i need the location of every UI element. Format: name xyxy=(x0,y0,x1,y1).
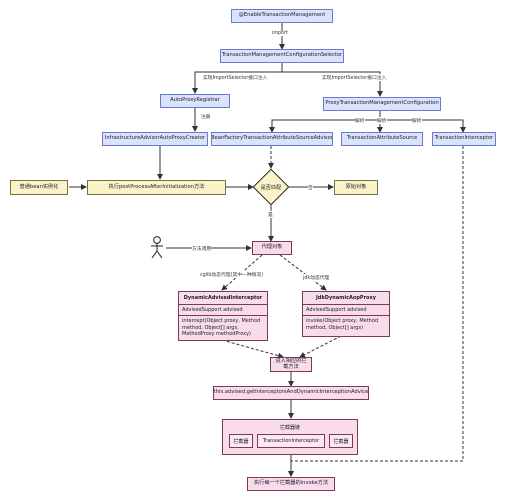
chain-item-interceptor-2: 拦截器 xyxy=(329,434,353,448)
label-impl-selector-right: 实现ImportSelector接口注入 xyxy=(322,74,387,81)
user-actor-icon xyxy=(151,236,163,259)
edge-selector-proxyconfig xyxy=(281,62,383,97)
edge-interceptor-execute xyxy=(288,146,464,477)
label-jdk: jdk动态代理 xyxy=(303,274,330,281)
label-method-call: 方法调用 xyxy=(192,245,212,252)
edge-cglib-enter xyxy=(221,339,284,359)
node-auto-proxy-registrar: AutoProxyRegistrar xyxy=(160,94,230,108)
decision-label: 是否匹配 xyxy=(260,185,282,191)
label-no: 否 xyxy=(308,184,313,191)
node-proxy-tm-config: ProxyTransactionManagementConfiguration xyxy=(323,97,441,111)
node-tm-config-selector: TransactionManagementConfigurationSelect… xyxy=(220,49,344,63)
chain-title: 拦截器链 xyxy=(279,425,300,431)
node-post-process: 执行postProcessAfterInitialization方法 xyxy=(87,180,226,195)
chain-item-tx-interceptor: TransactionInterceptor xyxy=(257,434,325,448)
node-bean-factory-advisor: BeanFactoryTransactionAttributeSourceAdv… xyxy=(211,132,333,146)
card-jdk-proxy: JdkDynamicAopProxy AdvisedSupport advise… xyxy=(302,291,390,337)
node-original-object: 原始对象 xyxy=(334,180,378,195)
node-enable-tm: @EnableTransactionManagement xyxy=(231,9,333,23)
card-cglib-field: AdvisedSupport advised xyxy=(179,305,267,316)
node-execute-invoke: 执行每一个拦截器的invoke方法 xyxy=(247,477,335,491)
node-get-interceptors: this.advised.getInterceptorsAndDynamicIn… xyxy=(213,386,369,400)
node-tx-interceptor: TransactionInterceptor xyxy=(432,132,496,146)
label-cglib: cglib动态代理(其中一种情况) xyxy=(200,271,264,278)
edge-jdk-enter xyxy=(299,335,342,358)
label-yes: 是 xyxy=(268,211,273,218)
label-import: import xyxy=(272,31,288,36)
card-jdk-method: invoke(Object proxy, Method method, Obje… xyxy=(306,318,379,331)
card-cglib-method: intercept(Object proxy, Method method, O… xyxy=(182,318,261,337)
node-normal-bean-init: 普通bean实例化 xyxy=(10,180,68,195)
node-tx-attr-source: TransactionAttributeSource xyxy=(341,132,423,146)
node-infra-advisor-creator: InfrastructureAdvisorAutoProxyCreator xyxy=(102,132,208,146)
chain-item-interceptor-1: 拦截器 xyxy=(229,434,253,448)
edge-proxy-jdk xyxy=(279,254,327,291)
label-register: 注册 xyxy=(201,115,211,120)
label-parse-1: 解析 xyxy=(355,117,365,124)
card-jdk-title: JdkDynamicAopProxy xyxy=(303,292,389,305)
label-impl-selector-left: 实现ImportSelector接口注入 xyxy=(203,74,268,81)
card-cglib-interceptor: DynamicAdvisedInterceptor AdvisedSupport… xyxy=(178,291,268,341)
node-proxy-object: 代理对象 xyxy=(252,241,292,255)
card-cglib-title: DynamicAdvisedInterceptor xyxy=(179,292,267,305)
interceptor-chain: 拦截器链 拦截器 TransactionInterceptor 拦截器 xyxy=(222,419,358,455)
node-enter-intercept: 进入相应的拦截方法 xyxy=(270,357,312,372)
label-parse-3: 解析 xyxy=(412,117,422,124)
label-parse-2: 解析 xyxy=(377,117,387,124)
card-jdk-field: AdvisedSupport advised xyxy=(303,305,389,316)
